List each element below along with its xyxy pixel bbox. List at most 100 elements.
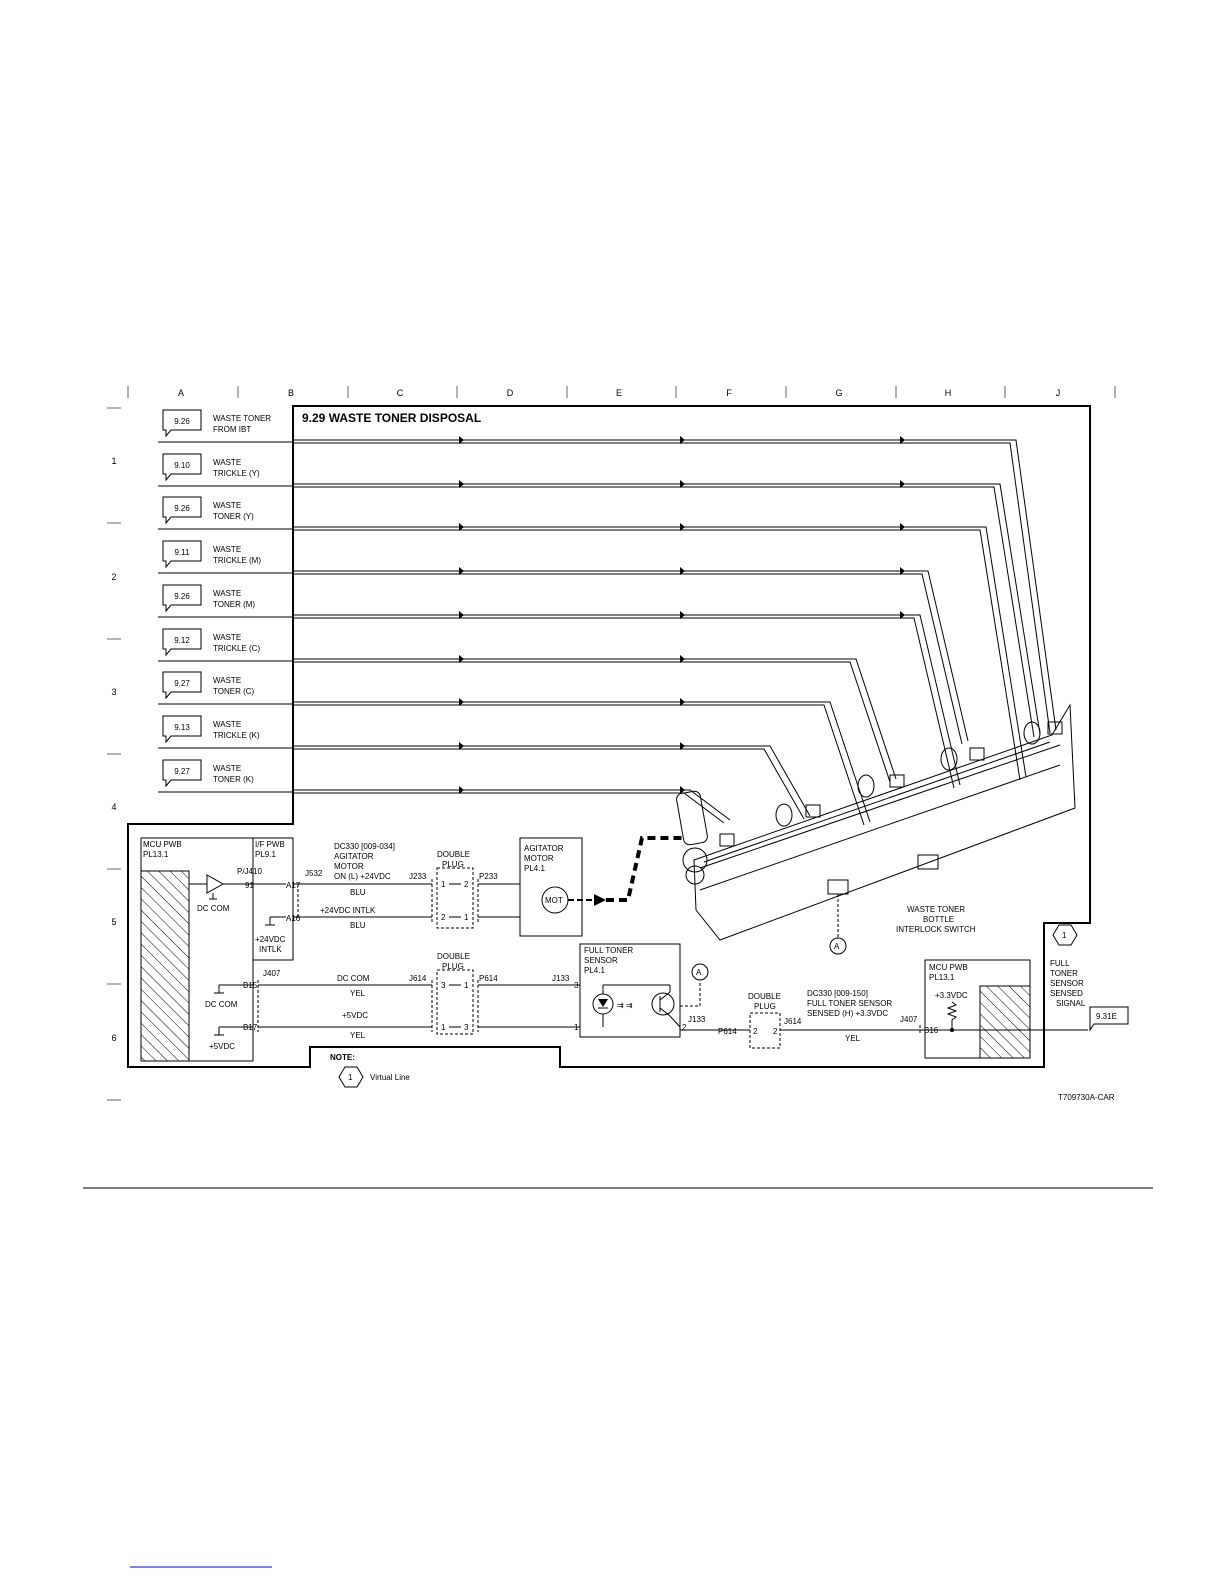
input-label-2: TONER (K)	[213, 775, 254, 784]
mcu-dc-com: DC COM	[197, 904, 230, 913]
wire-yel-2: YEL	[350, 1031, 366, 1040]
input-label-2: TRICKLE (C)	[213, 644, 260, 653]
wire-24vdc-intlk: +24VDC INTLK	[320, 906, 376, 915]
input-label-1: WASTE	[213, 676, 241, 685]
row-label: 2	[111, 572, 116, 582]
pin-91: 91	[245, 881, 254, 890]
mcu-pwb-label: MCU PWB	[143, 840, 182, 849]
out-j133: J133	[688, 1015, 706, 1024]
virtual-num: 1	[1062, 931, 1067, 940]
virtual-line3: SENSOR	[1050, 979, 1084, 988]
input-band: 9.26 WASTE TONER FROM IBT	[158, 408, 1057, 734]
column-label: J	[1056, 388, 1061, 398]
bottle-label-3: INTERLOCK SWITCH	[896, 925, 976, 934]
double-plug-2: DOUBLE PLUG 3 1 1 3	[436, 952, 474, 1035]
out-signal-2: FULL TONER SENSOR	[807, 999, 892, 1008]
mot-label: MOT	[545, 896, 563, 905]
wire-yel-1: YEL	[350, 989, 366, 998]
sensor-label-2: SENSOR	[584, 956, 618, 965]
input-ref: 9.26	[174, 504, 190, 513]
input-ref: 9.10	[174, 461, 190, 470]
note: NOTE: 1 Virtual Line	[330, 1053, 410, 1088]
waste-toner-bottle-drawing: A WASTE TONER BOTTLE INTERLOCK SWITCH	[676, 703, 1076, 955]
virtual-line-ref: 1 FULL TONER SENSOR SENSED SIGNAL 9.31E	[1050, 924, 1129, 1032]
plug2-pin-2: 1	[464, 981, 469, 990]
mcu-pwb-left: MCU PWB PL13.1 DC COM DC COM +5VDC	[140, 837, 254, 1062]
agitator-label-1: AGITATOR	[524, 844, 564, 853]
pin-p614: P614	[479, 974, 498, 983]
out-p614: P614	[718, 1027, 737, 1036]
bottle-label-1: WASTE TONER	[907, 905, 965, 914]
pin-b15: B15	[243, 981, 258, 990]
plug3-label-2: PLUG	[754, 1002, 776, 1011]
input-ref: 9.27	[174, 767, 190, 776]
connector-a-1: A	[696, 968, 702, 977]
out-signal-1: DC330 [009-150]	[807, 989, 868, 998]
plug2-pin-4: 3	[464, 1023, 469, 1032]
pin-j614: J614	[409, 974, 427, 983]
if-24vdc: +24VDC	[255, 935, 286, 944]
column-label: A	[178, 388, 184, 398]
input-label-1: WASTE	[213, 720, 241, 729]
agitator-label-2: MOTOR	[524, 854, 554, 863]
agitator-signal-4: ON (L) +24VDC	[334, 872, 391, 881]
figure-id: T709730A-CAR	[1058, 1093, 1115, 1102]
input-ref: 9.27	[174, 679, 190, 688]
plug2-pin-1: 3	[441, 981, 446, 990]
plug3-pin-a: 2	[753, 1027, 758, 1036]
input-label-2: TRICKLE (Y)	[213, 469, 260, 478]
svg-text:⇉ ⇉: ⇉ ⇉	[617, 1001, 633, 1010]
double-plug-1: DOUBLE PLUG 1 2 2 1	[436, 850, 474, 929]
input-label-1: WASTE	[213, 589, 241, 598]
connector-a-2: A	[834, 942, 840, 951]
if-pwb-ref: PL9.1	[255, 850, 276, 859]
input-label-2: TONER (C)	[213, 687, 255, 696]
out-j407: J407	[900, 1015, 918, 1024]
row-label: 5	[111, 917, 116, 927]
input-label-2: TRICKLE (M)	[213, 556, 261, 565]
plug3-label-1: DOUBLE	[748, 992, 781, 1001]
virtual-line1: FULL	[1050, 959, 1070, 968]
virtual-ref: 9.31E	[1096, 1012, 1117, 1021]
wire-blu-2: BLU	[350, 921, 366, 930]
sensor-wires: J407 B15 B17 DC COM J614 YEL +5VDC YEL	[243, 969, 433, 1040]
wire-dc-com: DC COM	[337, 974, 370, 983]
pin-j532: J532	[305, 869, 323, 878]
out-j614: J614	[784, 1017, 802, 1026]
note-text: Virtual Line	[370, 1073, 410, 1082]
wire-5vdc: +5VDC	[342, 1011, 368, 1020]
column-label: D	[507, 388, 514, 398]
column-label: C	[397, 388, 404, 398]
sensor-label-3: PL4.1	[584, 966, 605, 975]
pin-p233: P233	[479, 872, 498, 881]
input-label-1: WASTE TONER	[213, 414, 271, 423]
input-ref: 9.13	[174, 723, 190, 732]
motor-wires: J532 DC330 [009-034] AGITATOR MOTOR ON (…	[293, 842, 433, 930]
plug2-pin-3: 1	[441, 1023, 446, 1032]
output-signal: J133 P614 DOUBLE PLUG 2 2 J614 DC330 [00…	[680, 989, 1088, 1049]
mcu2-33vdc: +3.3VDC	[935, 991, 968, 1000]
input-label-2: FROM IBT	[213, 425, 251, 434]
input-label-1: WASTE	[213, 764, 241, 773]
if-pwb: I/F PWB PL9.1 P/J410 91 A17 A16 +24VDC I…	[237, 837, 301, 961]
column-label: F	[726, 388, 732, 398]
wire-blu-1: BLU	[350, 888, 366, 897]
input-label-1: WASTE	[213, 458, 241, 467]
row-label: 6	[111, 1033, 116, 1043]
input-label-1: WASTE	[213, 501, 241, 510]
column-label: H	[945, 388, 952, 398]
input-label-2: TONER (Y)	[213, 512, 254, 521]
diagram-title: 9.29 WASTE TONER DISPOSAL	[302, 411, 481, 425]
virtual-line4: SENSED	[1050, 989, 1083, 998]
input-band: 9.27 WASTE TONER (K)	[158, 758, 731, 824]
note-label: NOTE:	[330, 1053, 355, 1062]
virtual-line5: SIGNAL	[1056, 999, 1086, 1008]
plug3-pin-b: 2	[773, 1027, 778, 1036]
